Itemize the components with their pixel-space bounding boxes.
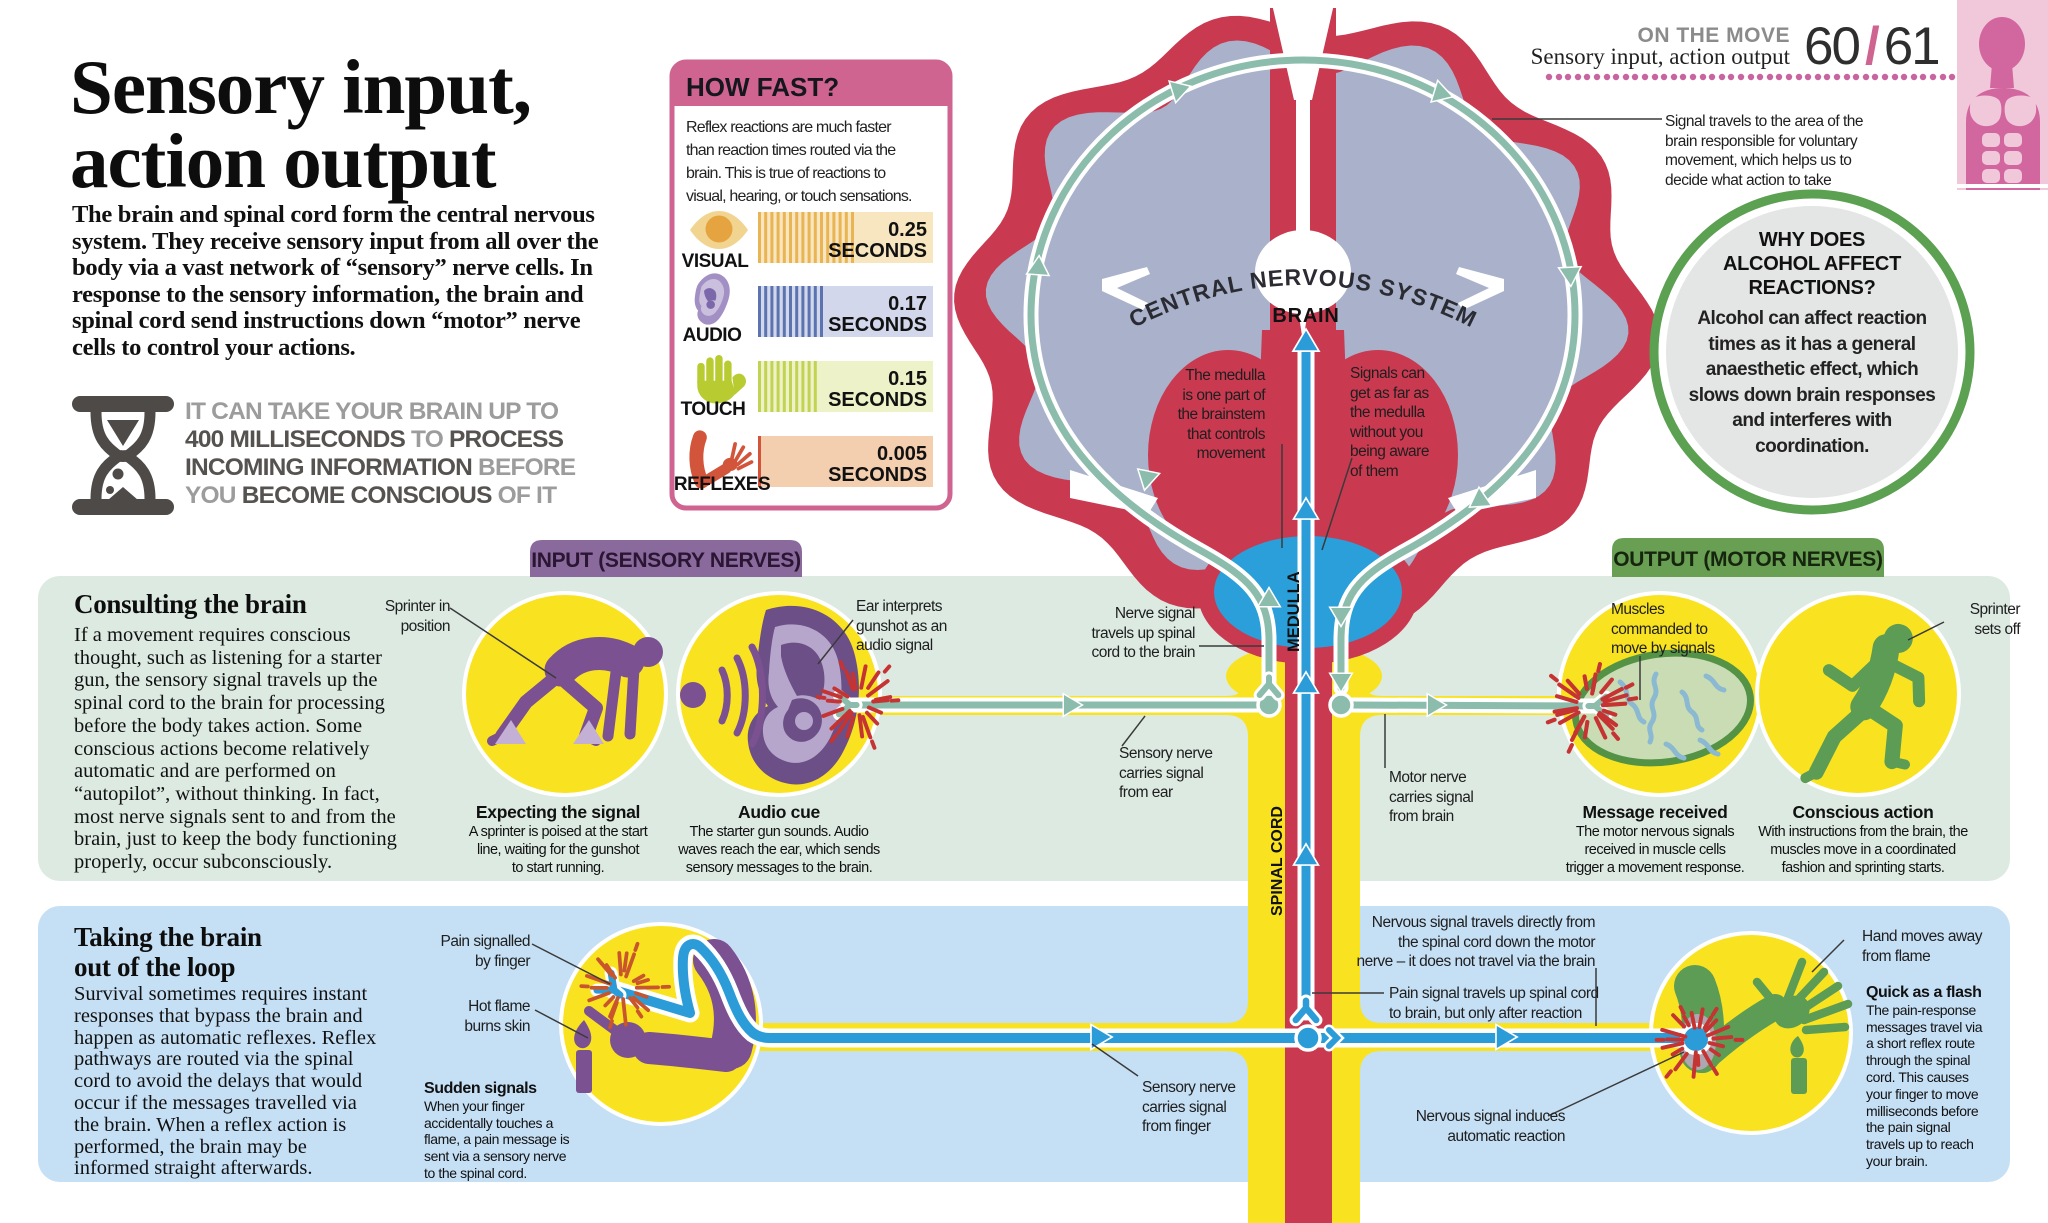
svg-text:SPINAL CORD: SPINAL CORD [1269, 806, 1286, 916]
svg-text:MEDULLA: MEDULLA [1285, 571, 1303, 652]
svg-text:AUDIO: AUDIO [683, 325, 742, 346]
svg-text:BRAIN: BRAIN [1272, 305, 1339, 327]
svg-text:OUTPUT (MOTOR NERVES): OUTPUT (MOTOR NERVES) [1613, 548, 1882, 571]
svg-text:VISUAL: VISUAL [682, 251, 750, 272]
svg-text:SECONDS: SECONDS [828, 464, 927, 486]
svg-text:SECONDS: SECONDS [828, 314, 927, 336]
svg-text:INPUT (SENSORY NERVES): INPUT (SENSORY NERVES) [531, 549, 801, 572]
svg-text:0.25: 0.25 [888, 219, 927, 241]
svg-text:0.005: 0.005 [877, 443, 927, 465]
svg-text:SECONDS: SECONDS [828, 240, 927, 262]
svg-text:0.15: 0.15 [888, 368, 927, 390]
svg-text:REFLEXES: REFLEXES [674, 474, 770, 495]
svg-text:SECONDS: SECONDS [828, 389, 927, 411]
svg-text:HOW FAST?: HOW FAST? [686, 72, 839, 102]
svg-text:TOUCH: TOUCH [681, 399, 746, 420]
svg-text:0.17: 0.17 [888, 293, 927, 315]
